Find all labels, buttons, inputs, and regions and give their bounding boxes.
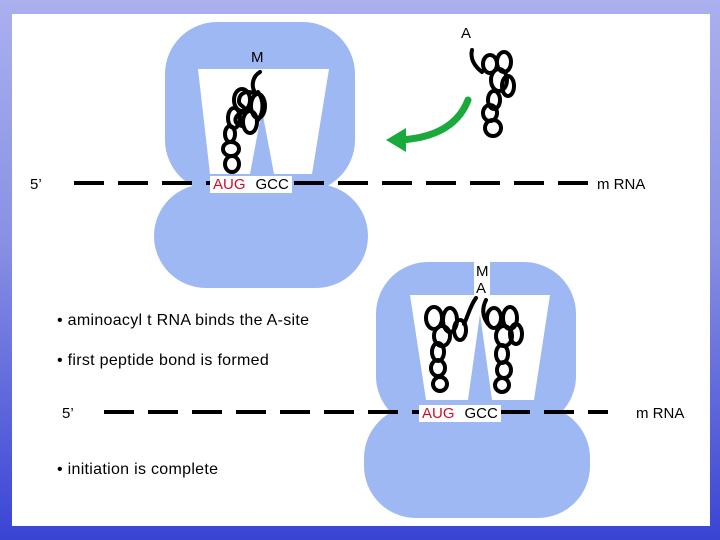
top-codons: AUG GCC: [210, 176, 292, 193]
bottom-ribosome-divider: [468, 314, 492, 400]
peptide-label-a: A: [476, 280, 487, 297]
bottom-ribosome: [364, 262, 590, 518]
bottom-five-prime-label: 5’: [62, 405, 74, 422]
top-next-codon: GCC: [255, 176, 289, 193]
bullet-peptide-bond: • first peptide bond is formed: [57, 352, 270, 369]
bottom-trna-p-site: [424, 296, 478, 393]
top-five-prime-label: 5’: [30, 176, 42, 193]
top-mrna-label: m RNA: [597, 176, 646, 193]
top-start-codon: AUG: [213, 176, 246, 193]
bullet-initiation-complete: • initiation is complete: [57, 461, 219, 478]
slide-panel: M A 5’ AUG GCC m RNA • aminoacyl t RNA bi…: [12, 14, 710, 526]
top-small-subunit: [154, 184, 368, 288]
bottom-small-subunit: [364, 406, 590, 518]
top-ribosome-divider: [250, 110, 274, 174]
top-ribosome: [154, 22, 368, 288]
top-trna-p-site: [221, 70, 267, 174]
binding-arrow: [386, 96, 472, 152]
bottom-mrna-label: m RNA: [636, 405, 685, 422]
amino-acid-label-a: A: [461, 25, 472, 42]
bottom-start-codon: AUG: [422, 405, 455, 422]
peptide-label-m: M: [476, 263, 489, 280]
translation-diagram: [74, 22, 608, 518]
bullet-aminoacyl-trna: • aminoacyl t RNA binds the A-site: [57, 312, 310, 329]
incoming-trna: [469, 48, 516, 138]
bottom-codons: AUG GCC: [419, 405, 501, 422]
bottom-trna-a-site: [481, 298, 524, 394]
amino-acid-label-m: M: [251, 49, 264, 66]
bottom-next-codon: GCC: [464, 405, 498, 422]
